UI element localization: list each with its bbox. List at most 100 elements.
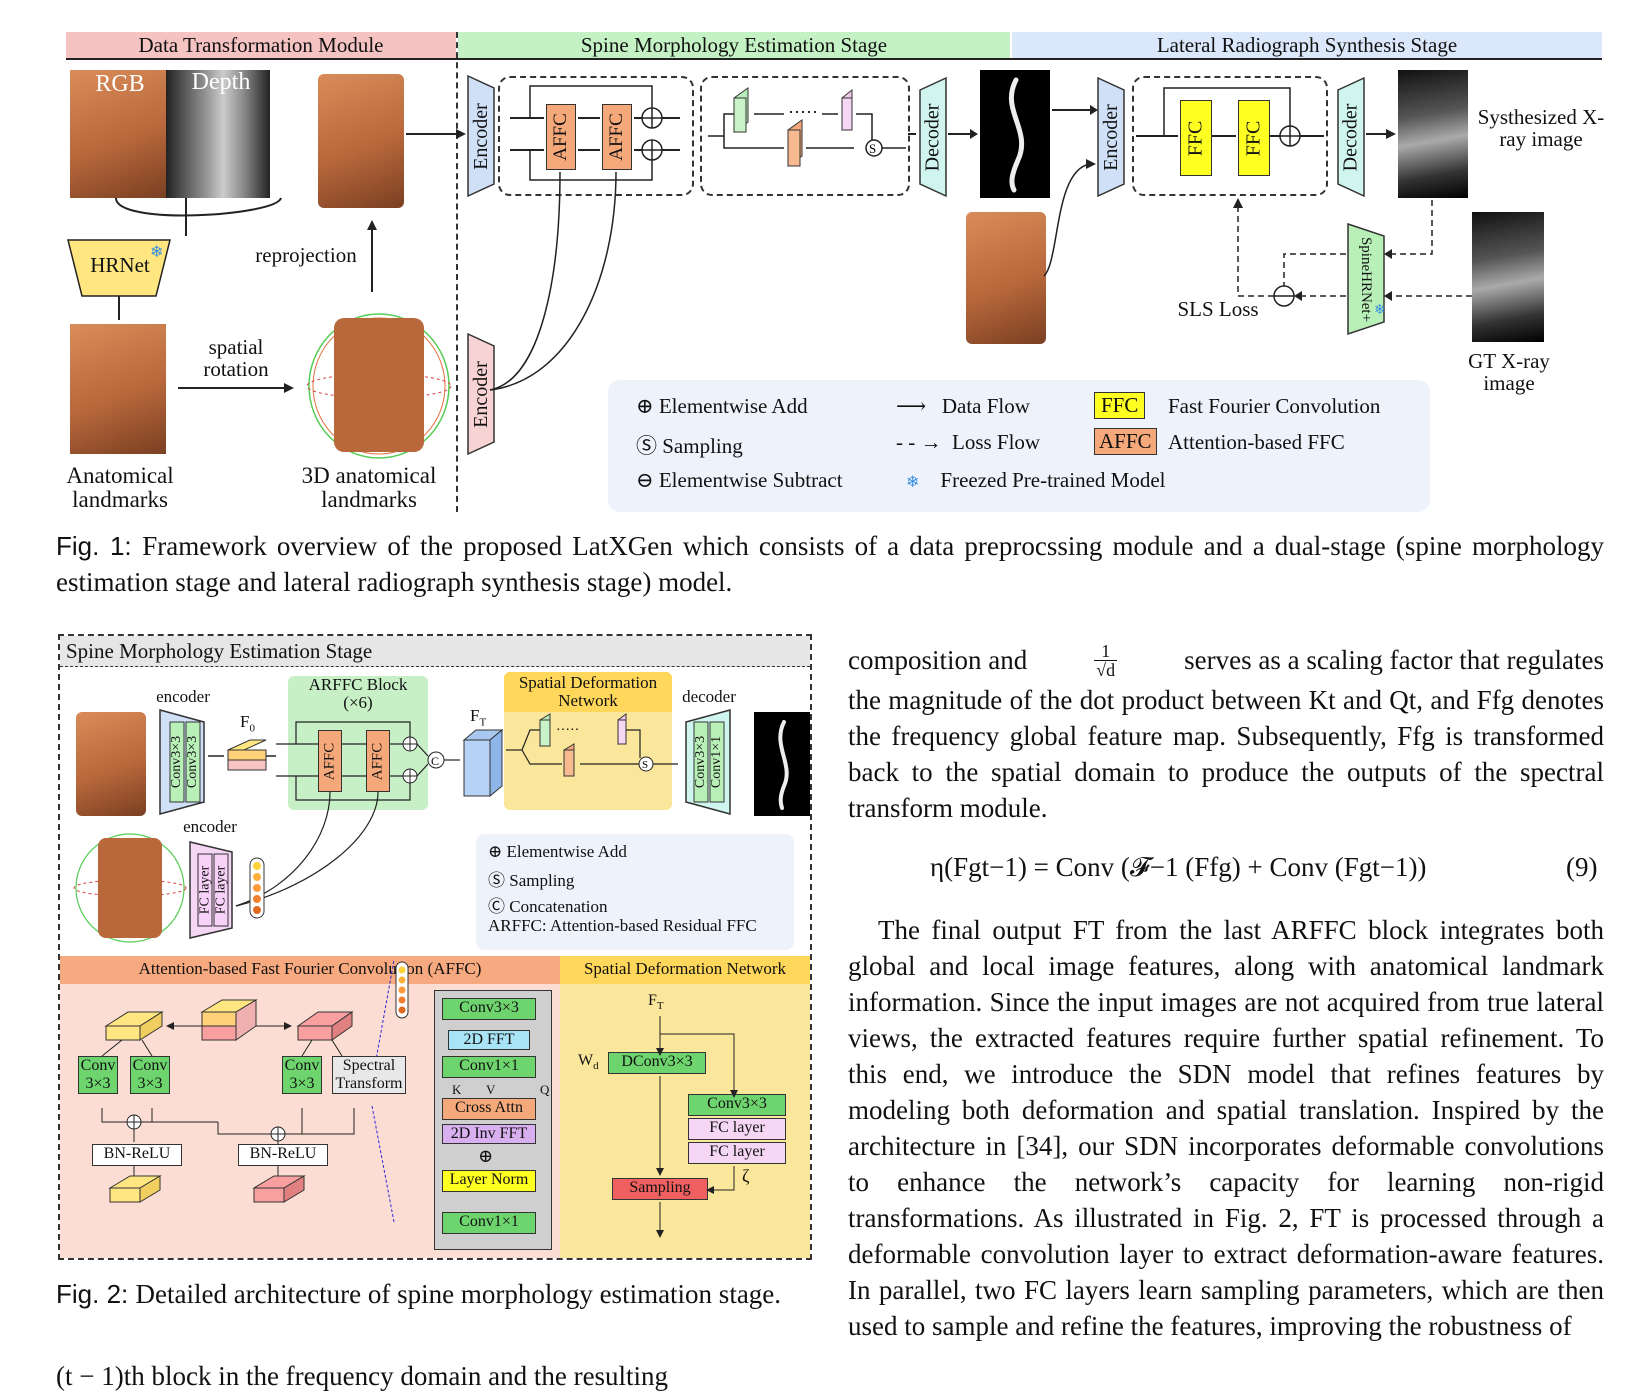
legend-freezed: ❄ Freezed Pre-trained Model <box>906 468 1166 492</box>
fig2-sampling-symbol: S <box>642 759 648 771</box>
decoder-stage2-label: Decoder <box>1339 103 1362 171</box>
fig2-landmarks-3d <box>73 833 187 943</box>
header-lateral-radiograph: Lateral Radiograph Synthesis Stage <box>1012 32 1602 58</box>
encoder-top <box>467 74 495 198</box>
legend-ffc-desc: Fast Fourier Convolution <box>1168 394 1381 418</box>
hrnet-block <box>67 197 282 320</box>
fig2-legend-sampling: Ⓢ Sampling <box>488 871 575 890</box>
fig2-sdn-title-bar <box>504 672 672 712</box>
reprojection-label: reprojection <box>255 243 357 267</box>
fig2-output-image <box>754 712 810 816</box>
fig1-legend <box>608 380 1430 512</box>
fig2-title-bar <box>60 636 810 667</box>
fig2-caption-text: Detailed architecture of spine morpholog… <box>135 1279 782 1309</box>
legend-data-flow: ⟶ Data Flow <box>896 394 1030 418</box>
affc-conv-b: Conv 3×3 <box>130 1056 170 1094</box>
affc-conv-a: Conv 3×3 <box>78 1056 118 1094</box>
gt-xray-label: GT X-ray image <box>1468 349 1550 396</box>
header-data-transformation: Data Transformation Module <box>66 32 456 58</box>
depth-image <box>166 70 270 198</box>
affc-panel-diagram <box>101 959 395 1223</box>
fig2-sdn-mini: ····· S <box>506 713 678 777</box>
stack-k: K <box>452 1082 462 1097</box>
body-para2: The final output FT from the last ARFFC … <box>848 915 1604 1341</box>
sls-loss-label: SLS Loss <box>1177 297 1259 321</box>
affc-block-2 <box>602 104 632 170</box>
affc-bn-relu-1: BN-ReLU <box>92 1144 182 1166</box>
svg-text:·····: ····· <box>556 723 579 738</box>
sdn-sampling: Sampling <box>612 1178 708 1200</box>
stack-conv3x3: Conv3×3 <box>442 998 536 1020</box>
affc-spectral: Spectral Transform <box>332 1056 406 1094</box>
fig2-title: Spine Morphology Estimation Stage <box>66 639 373 663</box>
fig2-encoder-label-bottom: encoder <box>183 817 237 836</box>
arffc-block-times: (×6) <box>343 693 373 712</box>
sdn-fc2: FC layer <box>688 1142 786 1164</box>
sdn-zeta: ζ <box>742 1166 750 1186</box>
ffc-block-2 <box>1238 100 1270 176</box>
fig2-conv-b: Conv3×3 <box>185 735 201 789</box>
legend-ffc-key: FFC <box>1094 392 1146 419</box>
rgb-label: RGB <box>95 71 145 97</box>
svg-text:·····: ····· <box>788 102 818 122</box>
equation-9-number: (9) <box>1566 852 1598 882</box>
concat-symbol: C <box>431 754 439 768</box>
synthesized-xray <box>1398 70 1468 198</box>
encoder-bottom-label: Encoder <box>469 360 492 428</box>
stage2-input-arrow <box>1043 159 1096 277</box>
affc-bn-relu-2: BN-ReLU <box>238 1144 328 1166</box>
fig2-affc-1 <box>318 730 342 792</box>
ffc-group <box>1132 76 1328 196</box>
affc-panel-title: Attention-based Fast Fourier Convolution… <box>138 959 482 978</box>
left-bottom-text: (t − 1)th block in the frequency domain … <box>56 1361 669 1391</box>
fig2-legend-concat: Ⓒ Concatenation <box>488 897 608 916</box>
fig1-caption-text: Framework overview of the proposed LatXG… <box>56 531 1604 597</box>
decoder-stage1 <box>919 76 947 198</box>
fig2-fc-2: FC layer <box>213 865 229 915</box>
sdn-conv3x3: Conv3×3 <box>688 1094 786 1116</box>
affc-connections <box>489 85 680 391</box>
stage2-input-image <box>966 212 1046 344</box>
decoder-stage2 <box>1337 76 1365 198</box>
stack-conv1x1-b: Conv1×1 <box>442 1212 536 1234</box>
fig2-f0-label: F0 <box>240 712 255 735</box>
spinehrnet-freeze-icon: ❄ <box>1374 303 1386 318</box>
sdn-panel-title-bar <box>560 956 810 984</box>
fig2-encoder-label-top: encoder <box>156 687 210 706</box>
reprojection-arrow <box>367 220 377 292</box>
spatial-rotation-label: spatial rotation <box>203 335 269 382</box>
sdn-panel-arrows <box>656 1016 738 1238</box>
stack-q: Q <box>540 1082 550 1097</box>
ffc-block-1 <box>1180 100 1212 176</box>
reprojected-to-encoder-arrow <box>406 129 466 139</box>
fig2-conv-a: Conv3×3 <box>169 735 185 789</box>
arffc-block-title: ARFFC Block <box>308 675 408 694</box>
sdn-wd-label: Wd <box>578 1052 599 1073</box>
fig2-sdn-title: Spatial Deformation Network <box>518 673 658 710</box>
fig2-decoder-conv1: Conv1×1 <box>709 735 725 789</box>
stack-layer-norm: Layer Norm <box>442 1170 536 1192</box>
spectral-stack-bg <box>434 990 552 1250</box>
rgb-image <box>70 70 166 198</box>
encoder-stage2 <box>1097 76 1125 198</box>
stack-cross-attn: Cross Attn <box>442 1098 536 1120</box>
fig2-input-image <box>76 712 146 816</box>
sdn-ft-label: FT <box>648 992 664 1013</box>
scaling-fraction: 1√d <box>1094 641 1118 680</box>
fig1-caption: Fig. 1: Framework overview of the propos… <box>56 528 1604 600</box>
sdn-mini-sampling: S <box>869 141 876 156</box>
fig2-landmark-vector <box>249 857 265 919</box>
fig2-affc-2 <box>366 730 390 792</box>
sdn-mini: ····· S <box>708 87 906 167</box>
affc-block-1 <box>546 104 576 170</box>
fig2-legend-arffc: ARFFC: Attention-based Residual FFC <box>488 916 757 935</box>
hrnet-label: HRNet <box>90 253 150 277</box>
legend-affc-key: AFFC <box>1094 428 1157 455</box>
fig1-caption-label: Fig. 1: <box>56 531 132 561</box>
legend-subtract: ⊖ Elementwise Subtract <box>636 468 843 492</box>
fig2-ft-feature <box>462 728 504 798</box>
fig2-legend <box>476 834 794 950</box>
sdn-panel-title: Spatial Deformation Network <box>583 959 787 978</box>
spinehrnet-block <box>1347 222 1385 336</box>
anatomical-landmarks-label: Anatomical landmarks <box>66 463 174 513</box>
